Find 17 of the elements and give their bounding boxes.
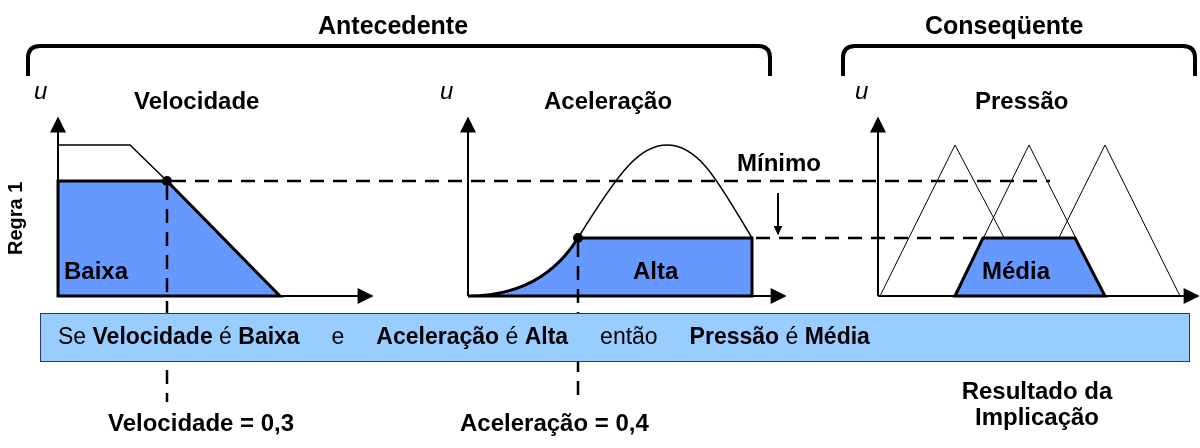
set-label: Alta [633, 258, 679, 285]
annotation: Mínimo [737, 150, 821, 177]
plot-title: Aceleração [544, 88, 673, 115]
axis-label: u [34, 78, 48, 105]
heading: Antecedente [318, 12, 469, 40]
plot-title: Velocidade [134, 88, 260, 115]
input-value: Aceleração = 0,4 [460, 410, 649, 437]
input-value: Velocidade = 0,3 [108, 410, 295, 437]
plot-title: Pressão [975, 88, 1069, 115]
rule-sentence: Se Velocidade é Baixa e Aceleração é Alta então Pressão é Média [58, 324, 870, 350]
set-label: Baixa [64, 258, 129, 285]
result-caption: Resultado da Implicação [960, 378, 1114, 431]
axis-label: u [440, 78, 454, 105]
heading: Conseqüente [925, 12, 1084, 40]
axis-label: u [855, 78, 869, 105]
set-label: Média [982, 258, 1050, 285]
row-label: Regra 1 [4, 181, 26, 255]
